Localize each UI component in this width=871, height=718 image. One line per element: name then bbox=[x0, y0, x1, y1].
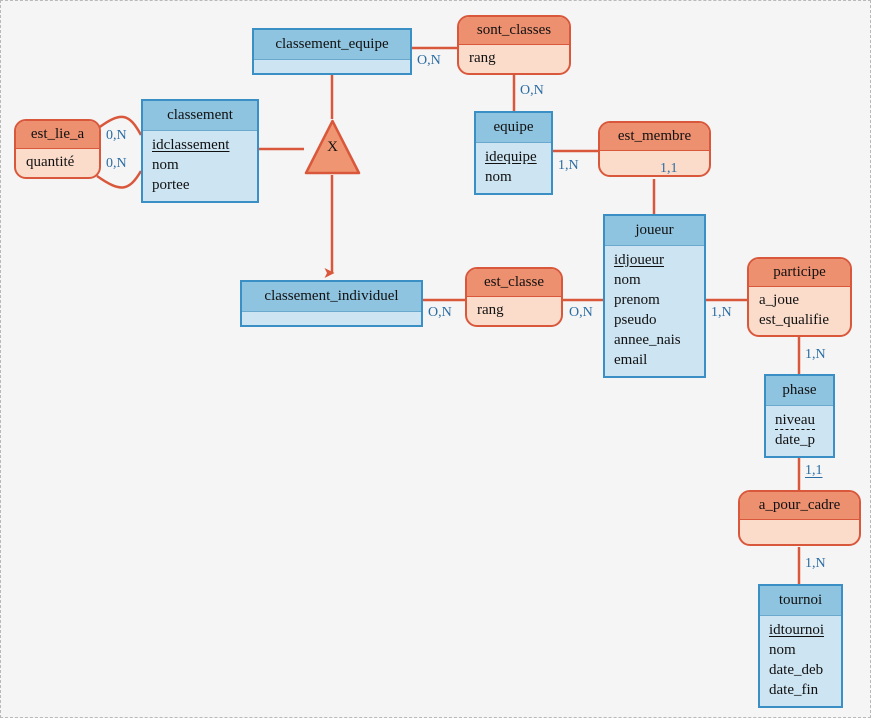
relation-a-pour-cadre[interactable]: a_pour_cadre bbox=[738, 490, 861, 546]
attribute: date_p bbox=[775, 432, 815, 448]
entity-attributes: idclassement nom portee bbox=[143, 131, 257, 201]
entity-attributes: idjoueur nom prenom pseudo annee_nais em… bbox=[605, 246, 704, 376]
cardinality-label[interactable]: 1,N bbox=[711, 305, 732, 320]
relation-title: est_membre bbox=[600, 123, 709, 151]
attribute: nom bbox=[485, 169, 512, 185]
attribute-key: idclassement bbox=[152, 137, 230, 153]
entity-title: joueur bbox=[605, 216, 704, 246]
entity-title: classement_individuel bbox=[242, 282, 421, 312]
relation-attributes bbox=[600, 151, 709, 175]
relation-est-classe[interactable]: est_classe rang bbox=[465, 267, 563, 327]
attribute: annee_nais bbox=[614, 332, 681, 348]
attribute: pseudo bbox=[614, 312, 657, 328]
relation-sont-classes[interactable]: sont_classes rang bbox=[457, 15, 571, 75]
entity-attributes: idequipe nom bbox=[476, 143, 551, 193]
entity-attributes bbox=[254, 60, 410, 73]
cardinality-label[interactable]: 1,N bbox=[805, 556, 826, 571]
attribute-key: idjoueur bbox=[614, 252, 664, 268]
cardinality-label[interactable]: 1,N bbox=[805, 347, 826, 362]
entity-joueur[interactable]: joueur idjoueur nom prenom pseudo annee_… bbox=[603, 214, 706, 378]
attribute-key: idtournoi bbox=[769, 622, 824, 638]
attribute: quantité bbox=[26, 154, 75, 170]
relation-title: est_lie_a bbox=[16, 121, 99, 149]
cardinality-label[interactable]: O,N bbox=[520, 83, 544, 98]
entity-classement-equipe[interactable]: classement_equipe bbox=[252, 28, 412, 75]
relation-participe[interactable]: participe a_joue est_qualifie bbox=[747, 257, 852, 337]
attribute: portee bbox=[152, 177, 190, 193]
entity-title: equipe bbox=[476, 113, 551, 143]
relation-title: sont_classes bbox=[459, 17, 569, 45]
attribute: a_joue bbox=[759, 292, 799, 308]
entity-tournoi[interactable]: tournoi idtournoi nom date_deb date_fin bbox=[758, 584, 843, 708]
entity-classement-individuel[interactable]: classement_individuel bbox=[240, 280, 423, 327]
entity-title: phase bbox=[766, 376, 833, 406]
attribute: date_fin bbox=[769, 682, 819, 698]
attribute-key: niveau bbox=[775, 412, 815, 430]
attribute: nom bbox=[152, 157, 179, 173]
attribute: date_deb bbox=[769, 662, 824, 678]
relation-est-membre[interactable]: est_membre bbox=[598, 121, 711, 177]
triangle-icon bbox=[304, 119, 361, 175]
attribute: rang bbox=[477, 302, 504, 318]
cardinality-label[interactable]: 1,N bbox=[558, 158, 579, 173]
cardinality-label[interactable]: 1,1 bbox=[660, 161, 678, 176]
specialization-triangle[interactable]: X bbox=[304, 119, 361, 175]
cardinality-label[interactable]: 0,N bbox=[106, 156, 127, 171]
cardinality-label[interactable]: O,N bbox=[417, 53, 441, 68]
relation-attributes bbox=[740, 520, 859, 544]
entity-equipe[interactable]: equipe idequipe nom bbox=[474, 111, 553, 195]
attribute-key-wrap: niveau bbox=[775, 410, 824, 430]
cardinality-label-selected[interactable]: 1,1 bbox=[805, 463, 823, 478]
relation-attributes: quantité bbox=[16, 149, 99, 177]
relation-title: a_pour_cadre bbox=[740, 492, 859, 520]
entity-attributes bbox=[242, 312, 421, 325]
specialization-label: X bbox=[327, 139, 338, 155]
entity-attributes: idtournoi nom date_deb date_fin bbox=[760, 616, 841, 706]
relation-attributes: rang bbox=[467, 297, 561, 325]
attribute: email bbox=[614, 352, 648, 368]
cardinality-label[interactable]: 0,N bbox=[106, 128, 127, 143]
relation-attributes: rang bbox=[459, 45, 569, 73]
relation-attributes: a_joue est_qualifie bbox=[749, 287, 850, 335]
attribute-key: idequipe bbox=[485, 149, 537, 165]
cardinality-label[interactable]: O,N bbox=[569, 305, 593, 320]
entity-title: classement_equipe bbox=[254, 30, 410, 60]
attribute: prenom bbox=[614, 292, 660, 308]
attribute: nom bbox=[614, 272, 641, 288]
relation-title: est_classe bbox=[467, 269, 561, 297]
entity-attributes: niveau date_p bbox=[766, 406, 833, 456]
entity-phase[interactable]: phase niveau date_p bbox=[764, 374, 835, 458]
relation-title: participe bbox=[749, 259, 850, 287]
cardinality-label[interactable]: O,N bbox=[428, 305, 452, 320]
entity-classement[interactable]: classement idclassement nom portee bbox=[141, 99, 259, 203]
relation-est-lie-a[interactable]: est_lie_a quantité bbox=[14, 119, 101, 179]
entity-title: classement bbox=[143, 101, 257, 131]
attribute: est_qualifie bbox=[759, 312, 829, 328]
attribute: rang bbox=[469, 50, 496, 66]
attribute: nom bbox=[769, 642, 796, 658]
entity-title: tournoi bbox=[760, 586, 841, 616]
